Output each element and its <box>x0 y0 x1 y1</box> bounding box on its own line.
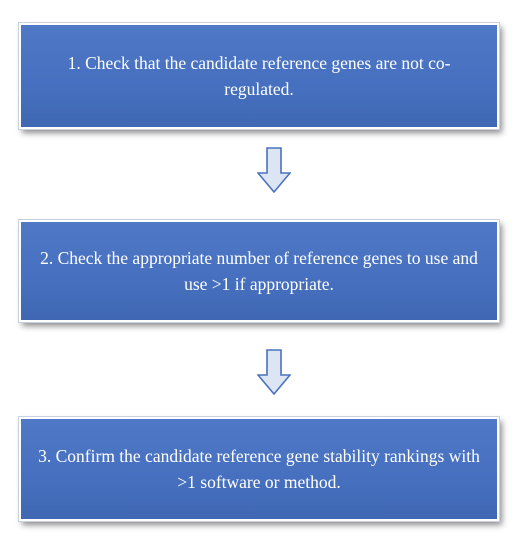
step-2-label: 2. Check the appropriate number of refer… <box>40 248 478 294</box>
step-3-box: 3. Confirm the candidate reference gene … <box>19 417 499 521</box>
down-arrow-icon <box>257 147 291 193</box>
step-1-label: 1. Check that the candidate reference ge… <box>67 53 451 99</box>
step-1-box: 1. Check that the candidate reference ge… <box>19 23 499 129</box>
step-3-label: 3. Confirm the candidate reference gene … <box>38 446 480 492</box>
down-arrow-icon <box>257 349 291 395</box>
step-2-box: 2. Check the appropriate number of refer… <box>19 220 499 322</box>
